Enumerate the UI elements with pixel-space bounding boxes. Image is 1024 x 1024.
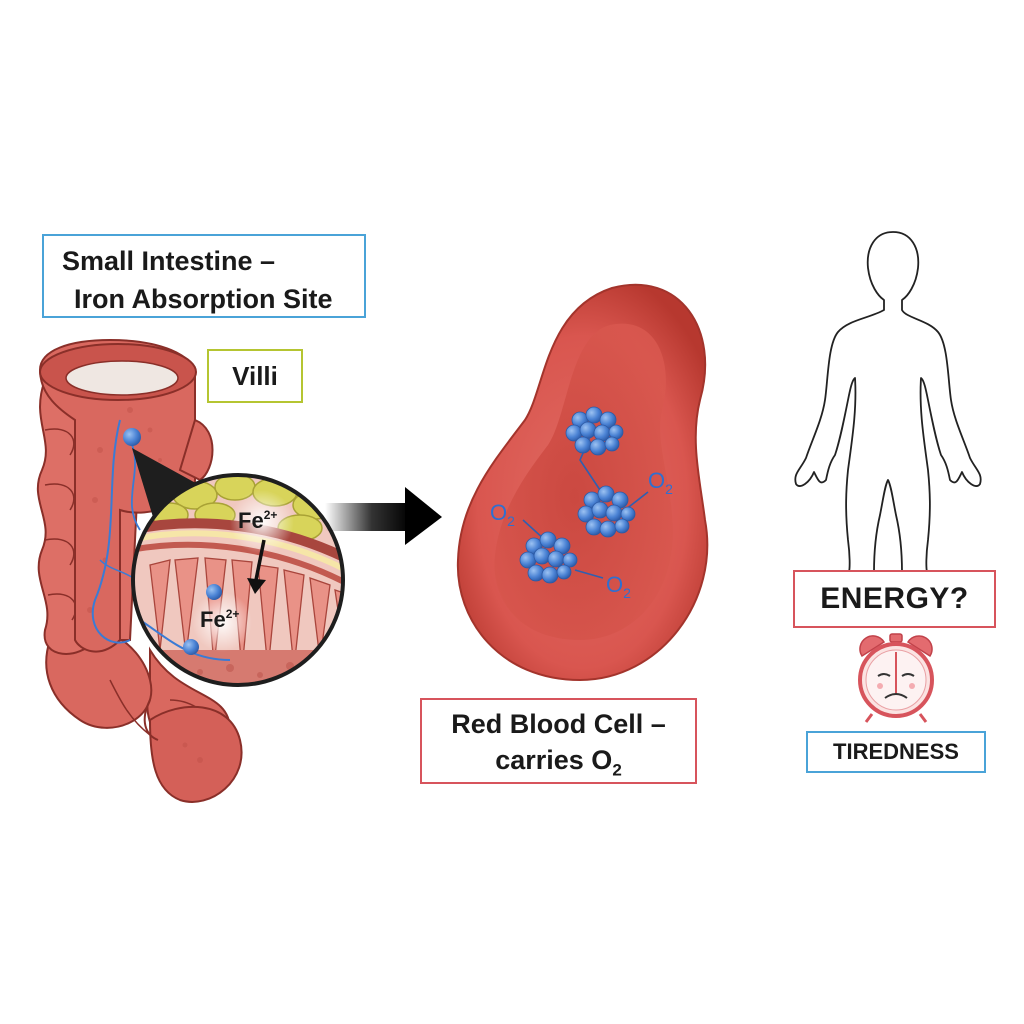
energy-label: ENERGY? — [820, 582, 969, 615]
red-blood-cell-label: Red Blood Cell – — [451, 709, 666, 739]
o2-label-right: O2 — [648, 468, 673, 497]
tiredness-label-box: TIREDNESS — [806, 731, 986, 773]
hemoglobin-cluster-top — [565, 406, 624, 456]
arrow-right-icon — [325, 487, 442, 545]
hemoglobin-cluster-middle — [577, 485, 636, 538]
small-intestine-illustration — [36, 338, 243, 803]
energy-label-box: ENERGY? — [793, 570, 996, 628]
fe-top-label: Fe2+ — [238, 508, 277, 533]
magnifier-pointer — [132, 448, 212, 540]
human-silhouette-icon — [794, 231, 982, 573]
magnifier-villi-inset: Fe2+ Fe2+ — [131, 473, 345, 687]
carries-o2-label: carries O2 — [495, 745, 622, 780]
red-blood-cell-illustration: O2 O2 O2 — [456, 283, 709, 682]
o2-label-bottom: O2 — [606, 572, 631, 601]
iron-absorption-label: Iron Absorption Site — [74, 284, 333, 314]
small-intestine-label-box: Small Intestine – Iron Absorption Site — [42, 234, 366, 318]
fe-bottom-label: Fe2+ — [200, 607, 239, 632]
alarm-clock-tired-face-icon — [858, 633, 934, 723]
o2-label-left: O2 — [490, 500, 515, 529]
villi-label: Villi — [232, 361, 278, 391]
small-intestine-label: Small Intestine – — [62, 246, 276, 276]
red-blood-cell-label-box: Red Blood Cell – carries O2 — [420, 698, 697, 784]
hemoglobin-cluster-bottom — [519, 531, 578, 584]
villi-label-box: Villi — [207, 349, 303, 403]
tiredness-label: TIREDNESS — [833, 739, 959, 764]
